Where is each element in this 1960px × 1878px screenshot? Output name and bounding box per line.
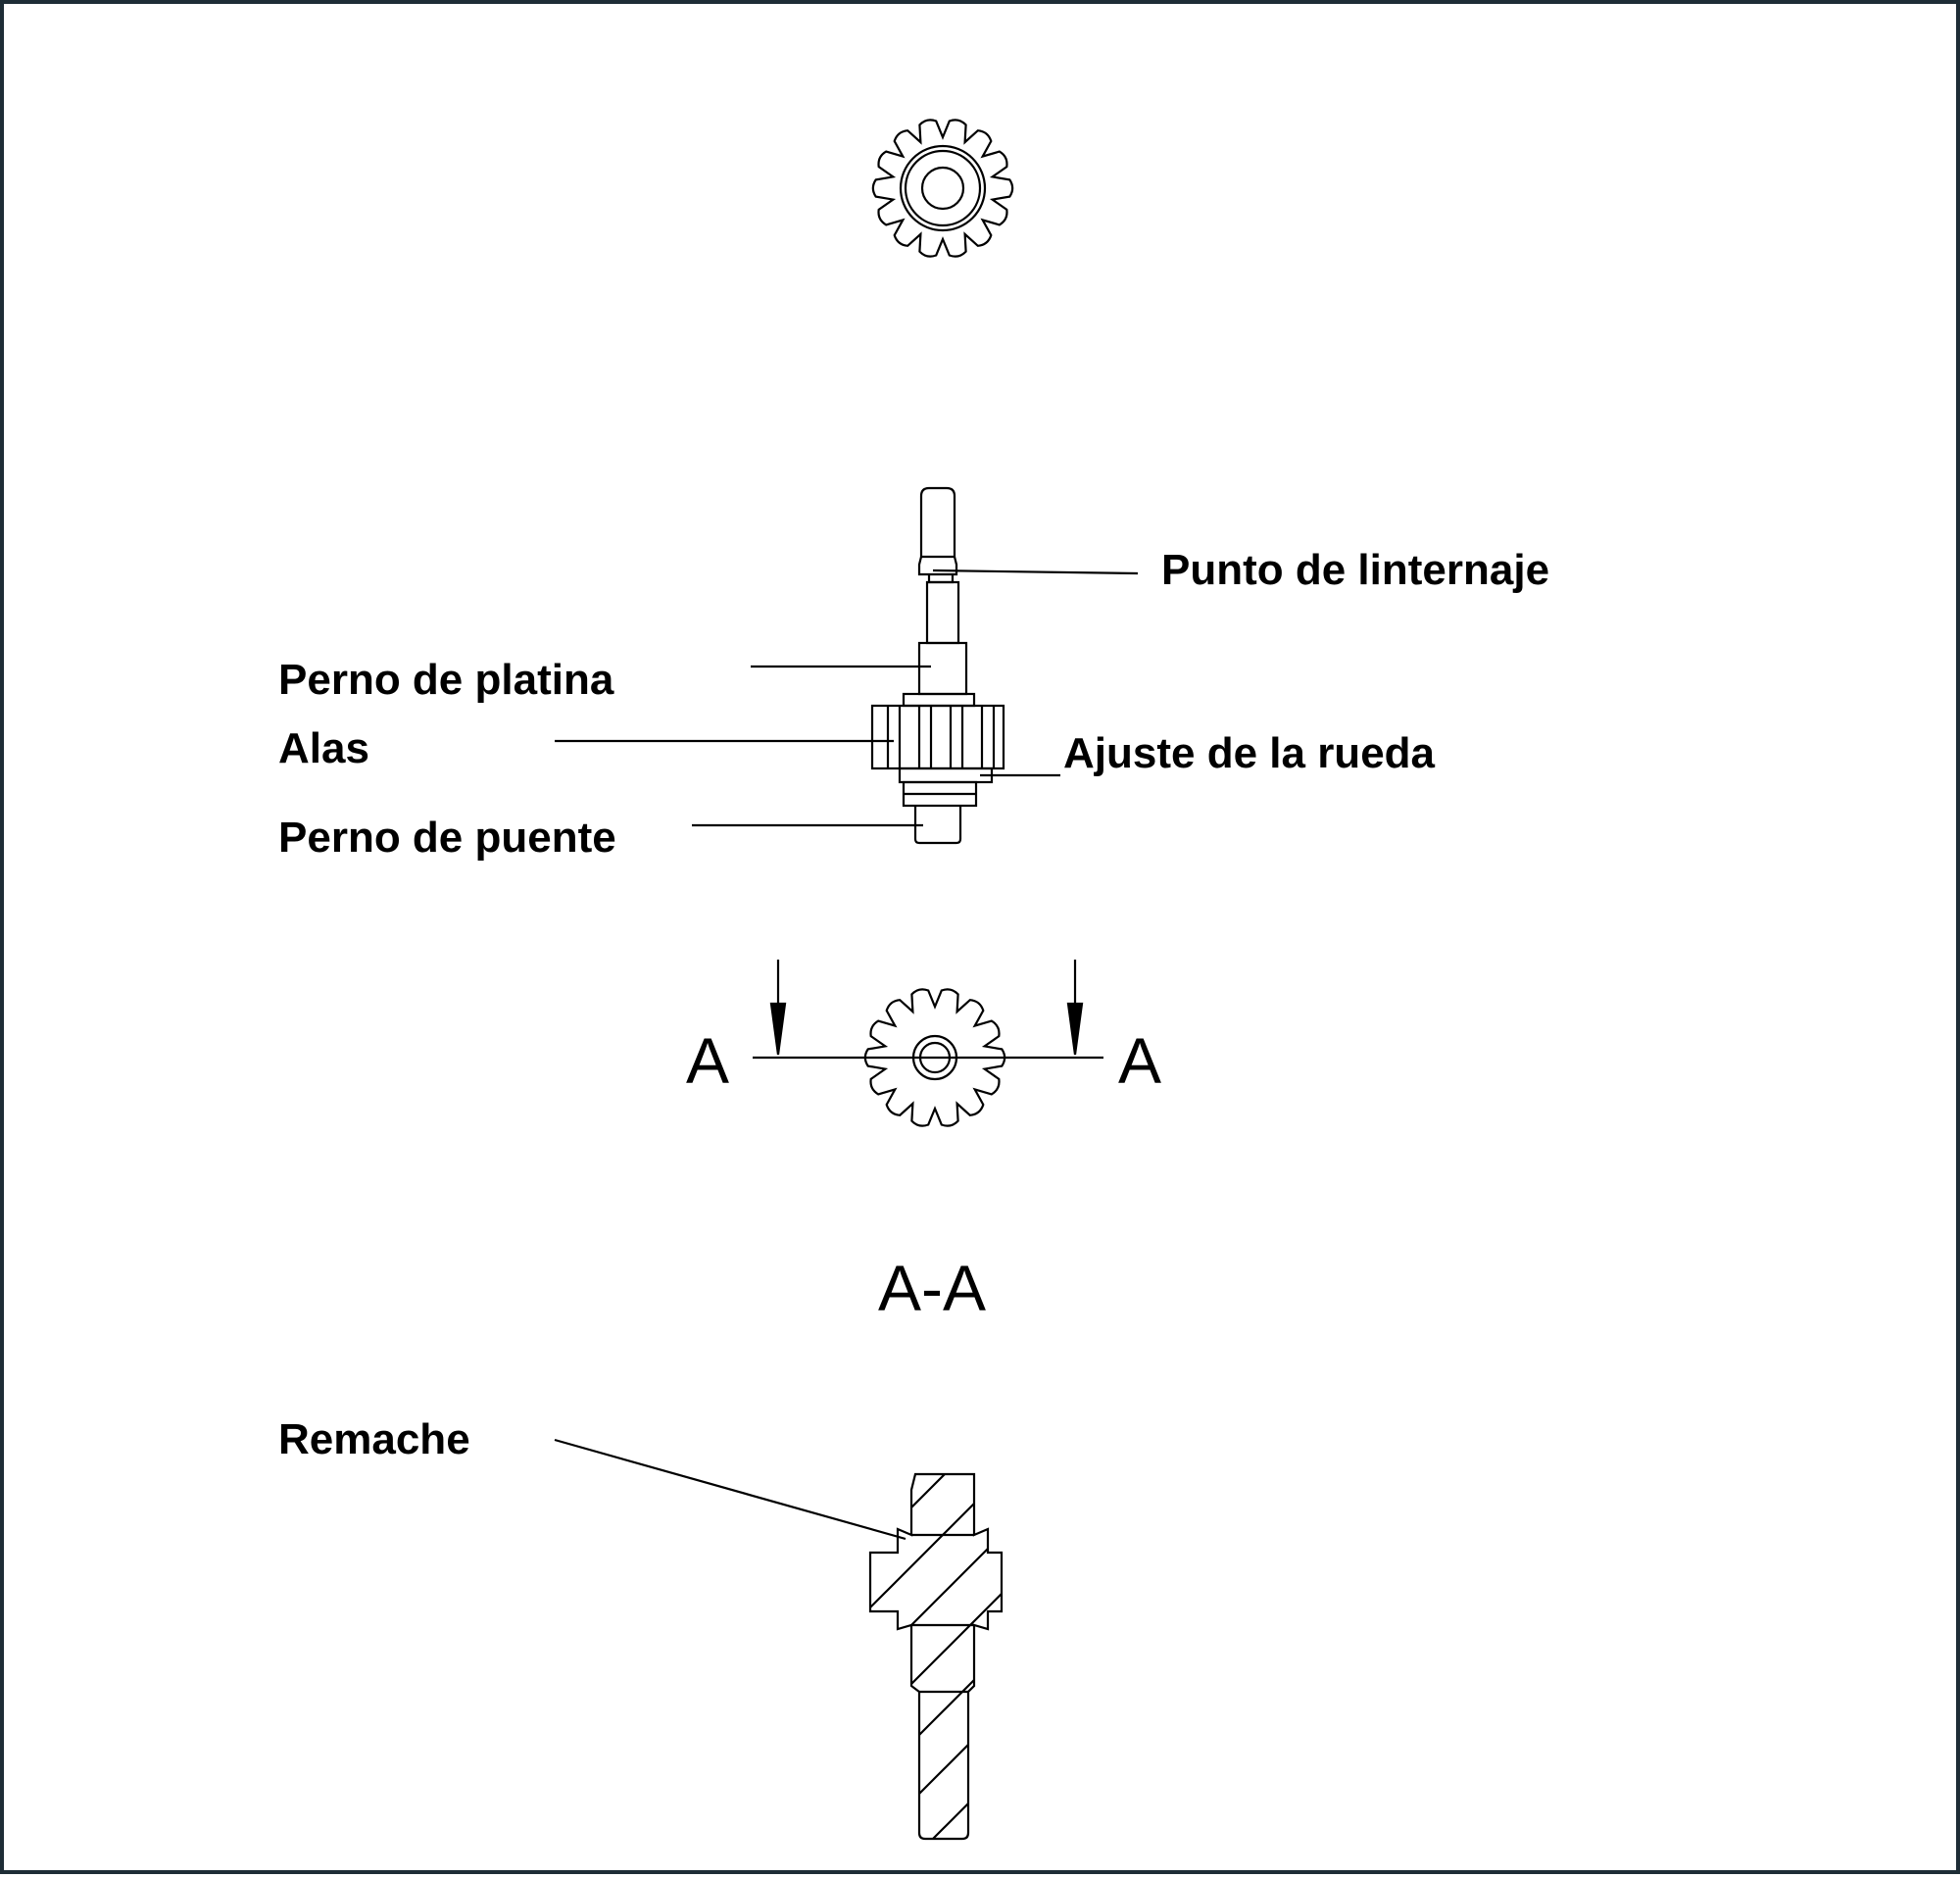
label-ajuste-rueda: Ajuste de la rueda <box>1063 729 1436 777</box>
leader-punto <box>932 568 1139 575</box>
wheel-seat <box>898 766 994 784</box>
leader-remache <box>554 1438 906 1541</box>
label-alas: Alas <box>278 724 369 772</box>
label-perno-puente: Perno de puente <box>278 814 616 862</box>
label-perno-platina: Perno de platina <box>278 656 614 704</box>
pinion-side-view <box>870 486 1005 845</box>
section-body <box>868 1472 1004 1841</box>
lower-pivot <box>913 806 962 845</box>
section-aa-view <box>554 1438 1004 1841</box>
plate-pivot-body <box>925 580 960 645</box>
label-remache: Remache <box>278 1415 470 1463</box>
pinion-outline-section <box>863 988 1006 1127</box>
pinion-top-view <box>871 119 1014 258</box>
leader-lines <box>555 568 1139 827</box>
upper-pivot <box>917 486 958 576</box>
pinion-outline <box>871 119 1014 258</box>
technical-drawing <box>554 119 1139 1841</box>
section-title: A-A <box>878 1252 987 1324</box>
section-marker-right: A <box>1118 1024 1162 1097</box>
section-marker-left: A <box>686 1024 730 1097</box>
section-marker-view <box>753 960 1103 1127</box>
plate-shaft <box>917 641 968 696</box>
upper-shaft <box>927 574 955 584</box>
pinion-leaves <box>870 704 1005 770</box>
label-punto-linternaje: Punto de linternaje <box>1161 546 1550 594</box>
